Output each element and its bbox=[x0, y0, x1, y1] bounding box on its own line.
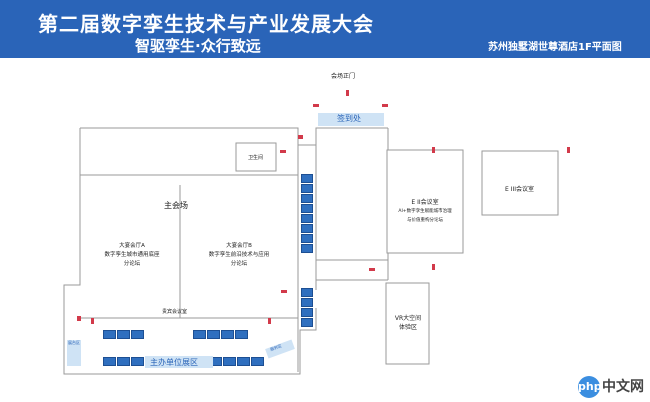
room-iii-label: E III会议室 bbox=[505, 186, 535, 193]
floor-plan-location: 苏州独墅湖世尊酒店1F平面图 bbox=[488, 42, 622, 53]
room-ii-desc-2: 与价值重构分论坛 bbox=[407, 218, 443, 223]
hall-a-name: 大宴会厅A bbox=[119, 243, 145, 249]
hall-b-label: 大宴会厅B 数字孪生前沿技术与应用 分论坛 bbox=[184, 242, 294, 269]
door-marker bbox=[567, 147, 570, 153]
vr-area-line1: VR大空间 bbox=[394, 315, 422, 322]
door-marker bbox=[91, 318, 94, 324]
watermark-logo-icon: php bbox=[578, 376, 602, 398]
vr-area-label: VR大空间 体验区 bbox=[386, 314, 430, 332]
door-marker bbox=[281, 290, 287, 293]
vr-area-line2: 体验区 bbox=[398, 324, 417, 331]
door-marker bbox=[77, 316, 81, 321]
hall-a-desc-2: 分论坛 bbox=[123, 261, 141, 267]
room-ii-name: E II会议室 bbox=[411, 199, 439, 206]
left-booth-label: 展台区 bbox=[68, 340, 80, 345]
exhibition-zone bbox=[145, 356, 213, 368]
conference-slogan: 智驱孪生·众行致远 bbox=[135, 37, 261, 55]
door-marker bbox=[280, 150, 286, 153]
door-marker bbox=[346, 90, 349, 96]
hall-b-name: 大宴会厅B bbox=[226, 243, 252, 249]
door-marker bbox=[432, 264, 435, 270]
conference-title: 第二届数字孪生技术与产业发展大会 bbox=[38, 12, 374, 36]
door-marker bbox=[313, 104, 319, 107]
watermark-site: 中文网 bbox=[602, 379, 644, 395]
booth-row-upper bbox=[103, 330, 258, 340]
door-marker bbox=[369, 268, 375, 271]
hall-b-desc-1: 数字孪生前沿技术与应用 bbox=[208, 252, 270, 258]
door-marker bbox=[268, 318, 271, 324]
booth-column-lower bbox=[301, 288, 313, 328]
vip-room-label: 贵宾会议室 bbox=[162, 309, 188, 315]
hall-b-desc-2: 分论坛 bbox=[230, 261, 248, 267]
signin-desk bbox=[318, 113, 384, 126]
main-hall-label: 主会场 bbox=[164, 201, 188, 210]
booth-row-lower bbox=[103, 357, 264, 367]
door-marker bbox=[382, 104, 388, 107]
watermark: php中文网 bbox=[578, 376, 644, 398]
hall-a-desc-1: 数字孪生城市通用底座 bbox=[104, 252, 160, 258]
room-ii-label: E II会议室 AI+数字孪生赋能城市治理 与价值重构分论坛 bbox=[388, 198, 462, 225]
title-banner: 第二届数字孪生技术与产业发展大会 智驱孪生·众行致远 苏州独墅湖世尊酒店1F平面… bbox=[0, 0, 650, 58]
booth-column bbox=[301, 174, 313, 258]
hall-a-label: 大宴会厅A 数字孪生城市通用底座 分论坛 bbox=[86, 242, 178, 269]
signin-label: 签到处 bbox=[337, 114, 361, 123]
door-marker bbox=[432, 147, 435, 153]
door-marker bbox=[298, 135, 303, 139]
room-ii-desc-1: AI+数字孪生赋能城市治理 bbox=[398, 209, 452, 214]
left-booth bbox=[67, 340, 81, 366]
exhibition-label: 主办单位展区 bbox=[150, 358, 198, 367]
entrance-label: 会场正门 bbox=[331, 73, 356, 80]
restroom-label: 卫生间 bbox=[248, 155, 264, 161]
